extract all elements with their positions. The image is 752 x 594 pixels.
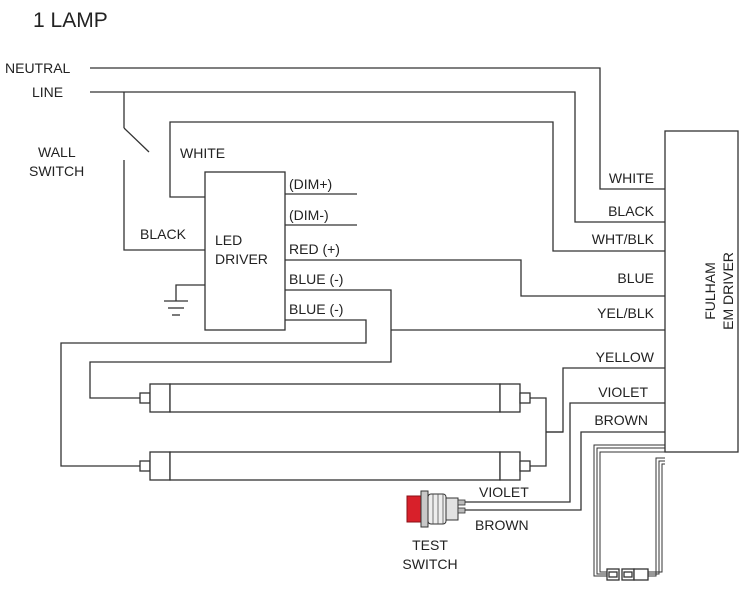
- em-lead-blue-label: BLUE: [617, 270, 654, 286]
- diagram-title: 1 LAMP: [33, 9, 108, 32]
- led-driver-box: [204, 171, 286, 331]
- em-lead-black-label: BLACK: [608, 203, 655, 219]
- led-black-label: BLACK: [140, 226, 187, 242]
- wall-switch-blade: [123, 127, 150, 153]
- lamp-tube-1: [139, 383, 531, 413]
- neutral-wire: [90, 67, 665, 190]
- red-plus-label: RED (+): [289, 241, 340, 257]
- test-switch-icon: [406, 490, 466, 528]
- blue-minus-2-wire: [60, 319, 367, 467]
- battery-harness: [593, 444, 665, 577]
- wall-switch-label-2: SWITCH: [29, 163, 84, 179]
- brown-wire: [465, 431, 665, 511]
- test-switch-label-2: SWITCH: [402, 556, 457, 572]
- blue-minus-1-label: BLUE (-): [289, 271, 343, 287]
- led-white-wire: [169, 121, 665, 252]
- led-white-label: WHITE: [180, 145, 225, 161]
- em-lead-yellow-label: YELLOW: [596, 349, 655, 365]
- dim-minus-label: (DIM-): [289, 207, 329, 223]
- lamp-junction-wire: [530, 397, 547, 467]
- line-label: LINE: [32, 84, 63, 100]
- ground-symbol-icon: [164, 300, 188, 316]
- test-switch-label-1: TEST: [412, 537, 448, 553]
- line-wire: [90, 91, 665, 223]
- em-driver-name-2: EM DRIVER: [720, 252, 736, 330]
- red-plus-wire: [285, 259, 665, 297]
- wall-switch-label-1: WALL: [38, 144, 76, 160]
- led-driver-name-2: DRIVER: [215, 251, 268, 267]
- em-lead-white-label: WHITE: [609, 170, 654, 186]
- em-lead-brown-label: BROWN: [594, 412, 648, 428]
- em-lead-violet-label: VIOLET: [598, 384, 648, 400]
- lamp-tube-2: [139, 451, 531, 481]
- violet-wire: [465, 402, 665, 503]
- ground-wire: [175, 284, 205, 301]
- em-lead-yel-blk-label: YEL/BLK: [597, 305, 654, 321]
- battery-connector-icon: [606, 568, 649, 581]
- em-lead-wht-blk-label: WHT/BLK: [592, 231, 655, 247]
- led-driver-name-1: LED: [215, 232, 242, 248]
- blue-minus-1-wire: [89, 289, 392, 399]
- blue-minus-2-label: BLUE (-): [289, 301, 343, 317]
- test-switch-brown-label: BROWN: [475, 517, 529, 533]
- em-driver-box: [664, 130, 739, 453]
- dim-plus-label: (DIM+): [289, 176, 332, 192]
- switched-line-wire: [123, 160, 205, 251]
- em-driver-name-1: FULHAM: [702, 262, 718, 320]
- neutral-label: NEUTRAL: [5, 60, 71, 76]
- test-switch-violet-label: VIOLET: [479, 484, 529, 500]
